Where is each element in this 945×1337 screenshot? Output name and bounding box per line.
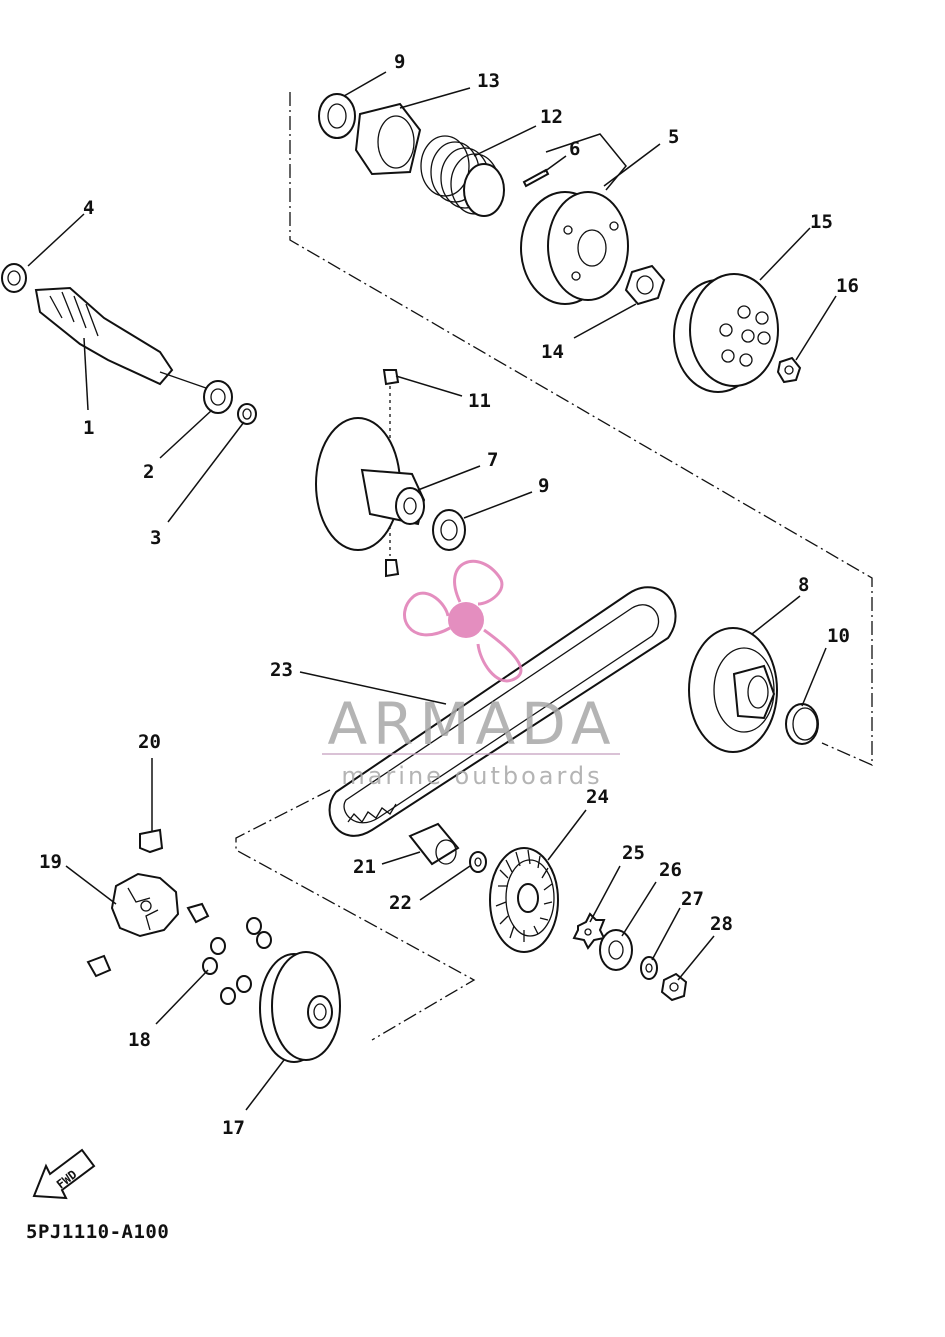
callout-17: 17 — [222, 1117, 245, 1139]
callout-21: 21 — [353, 856, 376, 878]
callout-25: 25 — [622, 842, 645, 864]
part-fan-24 — [489, 847, 559, 953]
part-clutch-assy-5 — [520, 191, 629, 305]
part-pin-6 — [522, 168, 550, 188]
callout-22: 22 — [389, 892, 412, 914]
part-o-ring-10 — [785, 703, 819, 745]
part-cam-19 — [110, 872, 180, 938]
callout-19: 19 — [39, 851, 62, 873]
part-weight-18 — [202, 917, 272, 1005]
callout-24: 24 — [586, 786, 609, 808]
part-washer-22 — [469, 851, 487, 873]
callout-16: 16 — [836, 275, 859, 297]
callout-2: 2 — [143, 461, 154, 483]
part-clutch-housing-15 — [673, 273, 779, 393]
callout-14: 14 — [541, 341, 564, 363]
propeller-logo-icon — [403, 560, 523, 683]
callout-18: 18 — [128, 1029, 151, 1051]
callout-1: 1 — [83, 417, 94, 439]
part-v-belt-23 — [328, 586, 677, 837]
callout-9a: 9 — [394, 51, 405, 73]
part-drive-shaft-1 — [34, 286, 207, 389]
callout-15: 15 — [810, 211, 833, 233]
callout-10: 10 — [827, 625, 850, 647]
part-sliding-sheave-8 — [688, 627, 778, 753]
part-spring-12 — [420, 135, 505, 217]
part-secondary-sheave-7 — [315, 417, 426, 551]
callout-28: 28 — [710, 913, 733, 935]
callout-26: 26 — [659, 859, 682, 881]
callout-9b: 9 — [538, 475, 549, 497]
fwd-arrow-icon: FWD — [32, 1148, 96, 1200]
watermark-tagline: marine outboards — [341, 762, 602, 790]
callout-27: 27 — [681, 888, 704, 910]
callout-11: 11 — [468, 390, 491, 412]
diagram-code: 5PJ1110-A100 — [26, 1221, 170, 1243]
armada-watermark: ARMADA marine outboards — [322, 560, 620, 790]
part-nut-26 — [599, 929, 633, 971]
part-nut-28 — [660, 972, 688, 1002]
part-collar-21 — [408, 822, 460, 866]
part-nut-14 — [624, 264, 666, 306]
callout-12: 12 — [540, 106, 563, 128]
callout-20: 20 — [138, 731, 161, 753]
part-oil-seal-9-mid — [432, 509, 466, 551]
part-slider-20 — [86, 828, 210, 978]
callout-8: 8 — [798, 574, 809, 596]
part-gear-25 — [572, 912, 606, 950]
part-washer-27 — [640, 956, 658, 980]
part-collar-13 — [354, 102, 422, 176]
callout-13: 13 — [477, 70, 500, 92]
part-nut-16 — [776, 356, 802, 384]
part-bearing-4 — [1, 263, 27, 293]
part-oil-seal-9-top — [318, 93, 356, 139]
callout-23: 23 — [270, 659, 293, 681]
callout-6: 6 — [569, 138, 580, 160]
group-outline-upper — [289, 92, 873, 766]
watermark-brand: ARMADA — [327, 690, 616, 758]
part-sliding-sheave-17 — [259, 951, 341, 1063]
callout-4: 4 — [83, 197, 94, 219]
callout-labels: 1 2 3 4 5 6 7 8 9 9 10 11 12 13 14 15 16… — [39, 51, 859, 1139]
leader-lines — [27, 71, 837, 1111]
callout-7: 7 — [487, 449, 498, 471]
callout-3: 3 — [150, 527, 161, 549]
part-seal-3 — [237, 403, 257, 425]
callout-5: 5 — [668, 126, 679, 148]
part-bearing-2 — [203, 380, 233, 414]
